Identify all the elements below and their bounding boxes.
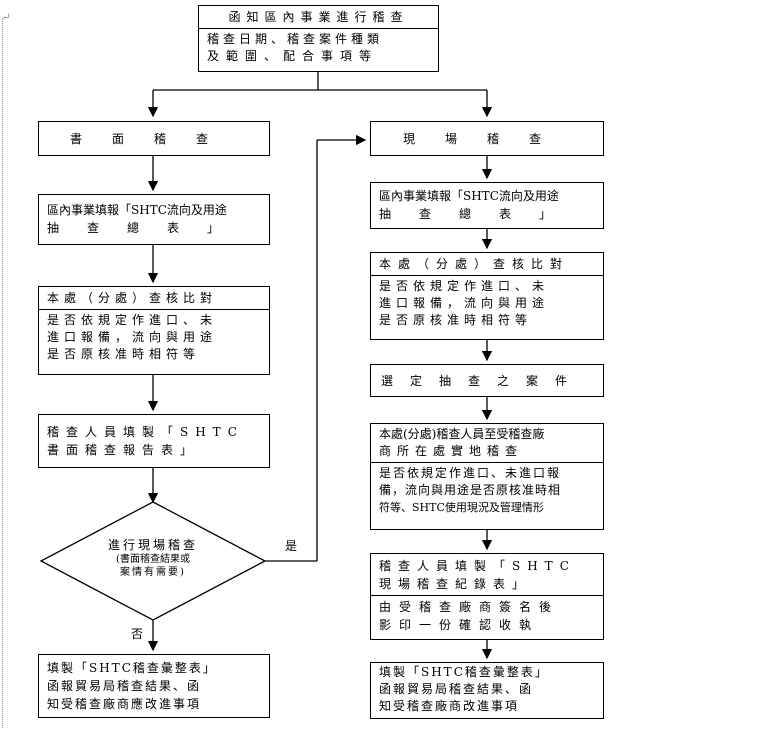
- start-detail-line1: 稽查日期、稽查案件種類: [207, 32, 384, 46]
- left-compare-line2: 進口報備，流向與用途: [47, 330, 218, 344]
- right-record-box: 稽查人員填製「SHTC 現場稽查紀錄表」 由受稽查廠商簽名後 影印一份確認收執: [370, 553, 604, 640]
- decision-text: 進行現場稽查 (書面稽查結果或 案情有需要): [71, 537, 235, 579]
- left-final-line2: 函報貿易局稽查結果、函: [47, 679, 202, 693]
- right-report-box: 區內事業填報「SHTC流向及用途 抽查總表」: [370, 182, 604, 229]
- left-report-line2: 抽查總表」: [47, 221, 248, 235]
- decision-label: 進行現場稽查: [107, 538, 198, 552]
- left-report-form-line2: 書面稽查報告表」: [47, 443, 200, 457]
- start-detail-line2: 及範圍、配合事項等: [207, 49, 379, 63]
- start-title: 函知區內事業進行稽查: [228, 10, 409, 24]
- right-final-line2: 函報貿易局稽查結果、函: [379, 682, 534, 696]
- right-compare-line3: 是否原核准時相符等: [379, 313, 533, 327]
- right-compare-line2: 進口報備，流向與用途: [379, 296, 550, 310]
- onsite-audit-header: 現場稽查: [370, 121, 604, 156]
- right-record-sub2: 影印一份確認收執: [379, 618, 540, 632]
- right-onsite-line1: 是否依規定作進口、未進口報: [379, 466, 562, 480]
- yes-label: 是: [285, 539, 298, 553]
- right-final-box: 填製「SHTC稽查彙整表」 函報貿易局稽查結果、函 知受稽查廠商改進事項: [370, 662, 604, 719]
- right-onsite-line2: 備，流向與用途是否原核准時相: [379, 483, 562, 497]
- left-compare-box: 本處（分處）查核比對 是否依規定作進口、未 進口報備，流向與用途 是否原核准時相…: [38, 286, 270, 375]
- left-compare-title: 本處（分處）查核比對: [47, 291, 218, 305]
- right-report-line2: 抽查總表」: [379, 207, 580, 221]
- right-record-sub1: 由受稽查廠商簽名後: [379, 600, 560, 614]
- decision-sub1: (書面稽查結果或: [116, 554, 190, 565]
- document-margin-marks: [2, 18, 7, 728]
- left-report-line1: 區內事業填報「SHTC流向及用途: [47, 203, 227, 217]
- left-compare-line1: 是否依規定作進口、未: [47, 313, 218, 327]
- decision-sub2: 案情有需要): [120, 567, 186, 578]
- written-audit-header: 書面稽查: [38, 121, 270, 156]
- right-compare-box: 本處（分處）查核比對 是否依規定作進口、未 進口報備，流向與用途 是否原核准時相…: [370, 252, 604, 340]
- right-final-line1: 填製「SHTC稽查彙整表」: [379, 665, 549, 679]
- start-detail: 稽查日期、稽查案件種類 及範圍、配合事項等: [199, 28, 438, 67]
- left-report-form-box: 稽查人員填製「SHTC 書面稽查報告表」: [38, 414, 270, 468]
- right-compare-title: 本處（分處）查核比對: [379, 257, 570, 271]
- right-select-label: 選定抽查之案件: [381, 373, 585, 388]
- right-onsite-title1: 本處(分處)稽查人員至受稽查廠: [379, 427, 545, 441]
- left-compare-line3: 是否原核准時相符等: [47, 347, 201, 361]
- written-audit-label: 書面稽查: [69, 131, 238, 146]
- right-record-line2: 現場稽查紀錄表」: [379, 577, 532, 591]
- right-onsite-box: 本處(分處)稽查人員至受稽查廠 商所在處實地稽查 是否依規定作進口、未進口報 備…: [370, 423, 604, 530]
- left-report-form-line1: 稽查人員填製「SHTC: [47, 425, 244, 439]
- right-select-box: 選定抽查之案件: [370, 364, 604, 397]
- right-onsite-title2: 商所在處實地稽查: [379, 444, 524, 458]
- right-compare-line1: 是否依規定作進口、未: [379, 279, 550, 293]
- onsite-audit-label: 現場稽查: [402, 131, 571, 146]
- left-final-line3: 知受稽查廠商應改進事項: [47, 697, 202, 711]
- right-final-line3: 知受稽查廠商改進事項: [379, 699, 520, 713]
- left-report-box: 區內事業填報「SHTC流向及用途 抽查總表」: [38, 194, 270, 245]
- paragraph-mark: ↵: [2, 12, 11, 23]
- right-record-line1: 稽查人員填製「SHTC: [379, 559, 576, 573]
- right-report-line1: 區內事業填報「SHTC流向及用途: [379, 189, 559, 203]
- right-onsite-line3: 符等、SHTC使用現況及管理情形: [379, 501, 544, 514]
- start-box: 函知區內事業進行稽查 稽查日期、稽查案件種類 及範圍、配合事項等: [198, 5, 439, 72]
- left-final-line1: 填製「SHTC稽查彙整表」: [47, 661, 217, 675]
- decision-diamond: [39, 501, 267, 621]
- left-final-box: 填製「SHTC稽查彙整表」 函報貿易局稽查結果、函 知受稽查廠商應改進事項: [38, 654, 270, 718]
- no-label: 否: [131, 627, 144, 641]
